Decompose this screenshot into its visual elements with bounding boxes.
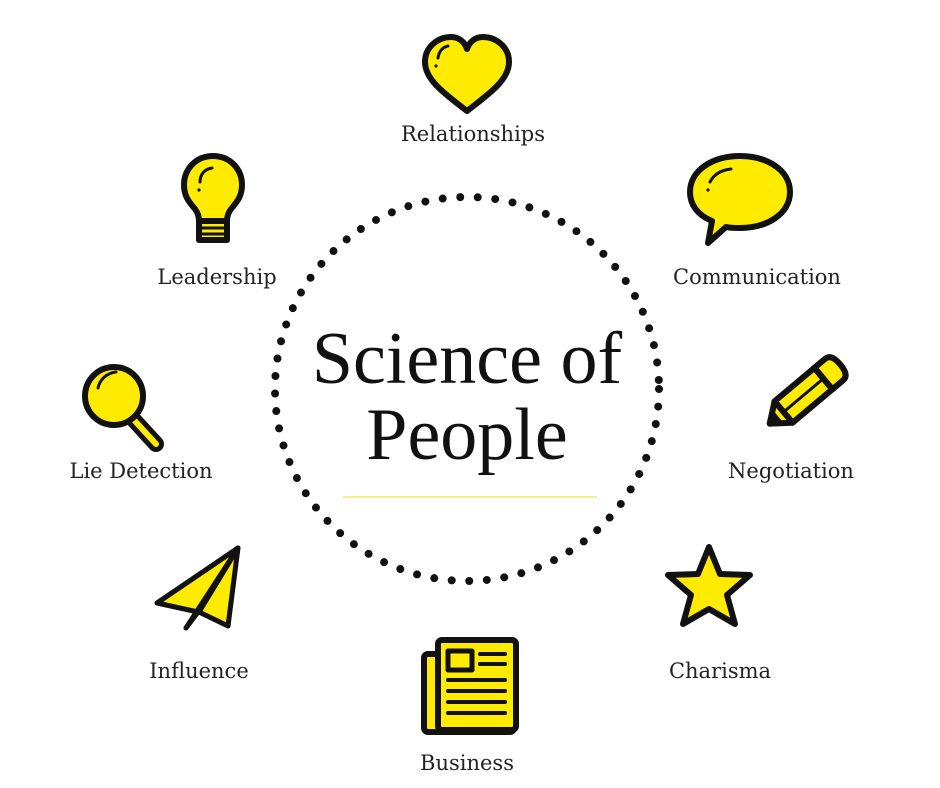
dotted-circle [271, 193, 663, 585]
speech-bubble-icon [687, 153, 793, 246]
label-leadership: Leadership [157, 265, 277, 289]
star-icon [665, 544, 753, 627]
lightbulb-icon [181, 153, 245, 243]
newspaper-icon [421, 637, 519, 735]
label-lie-detection: Lie Detection [69, 459, 213, 483]
label-charisma: Charisma [668, 659, 772, 683]
label-communication: Communication [673, 265, 841, 289]
label-negotiation: Negotiation [728, 459, 854, 483]
title-line-1: Science of [311, 318, 623, 400]
label-influence: Influence [149, 659, 249, 683]
heart-icon [422, 34, 512, 114]
paper-plane-icon [154, 545, 241, 631]
label-relationships: Relationships [400, 122, 546, 146]
magnifying-glass-icon [82, 364, 164, 452]
title-line-2: People [366, 394, 568, 476]
pencil-icon [766, 354, 849, 427]
label-business: Business [420, 751, 514, 775]
